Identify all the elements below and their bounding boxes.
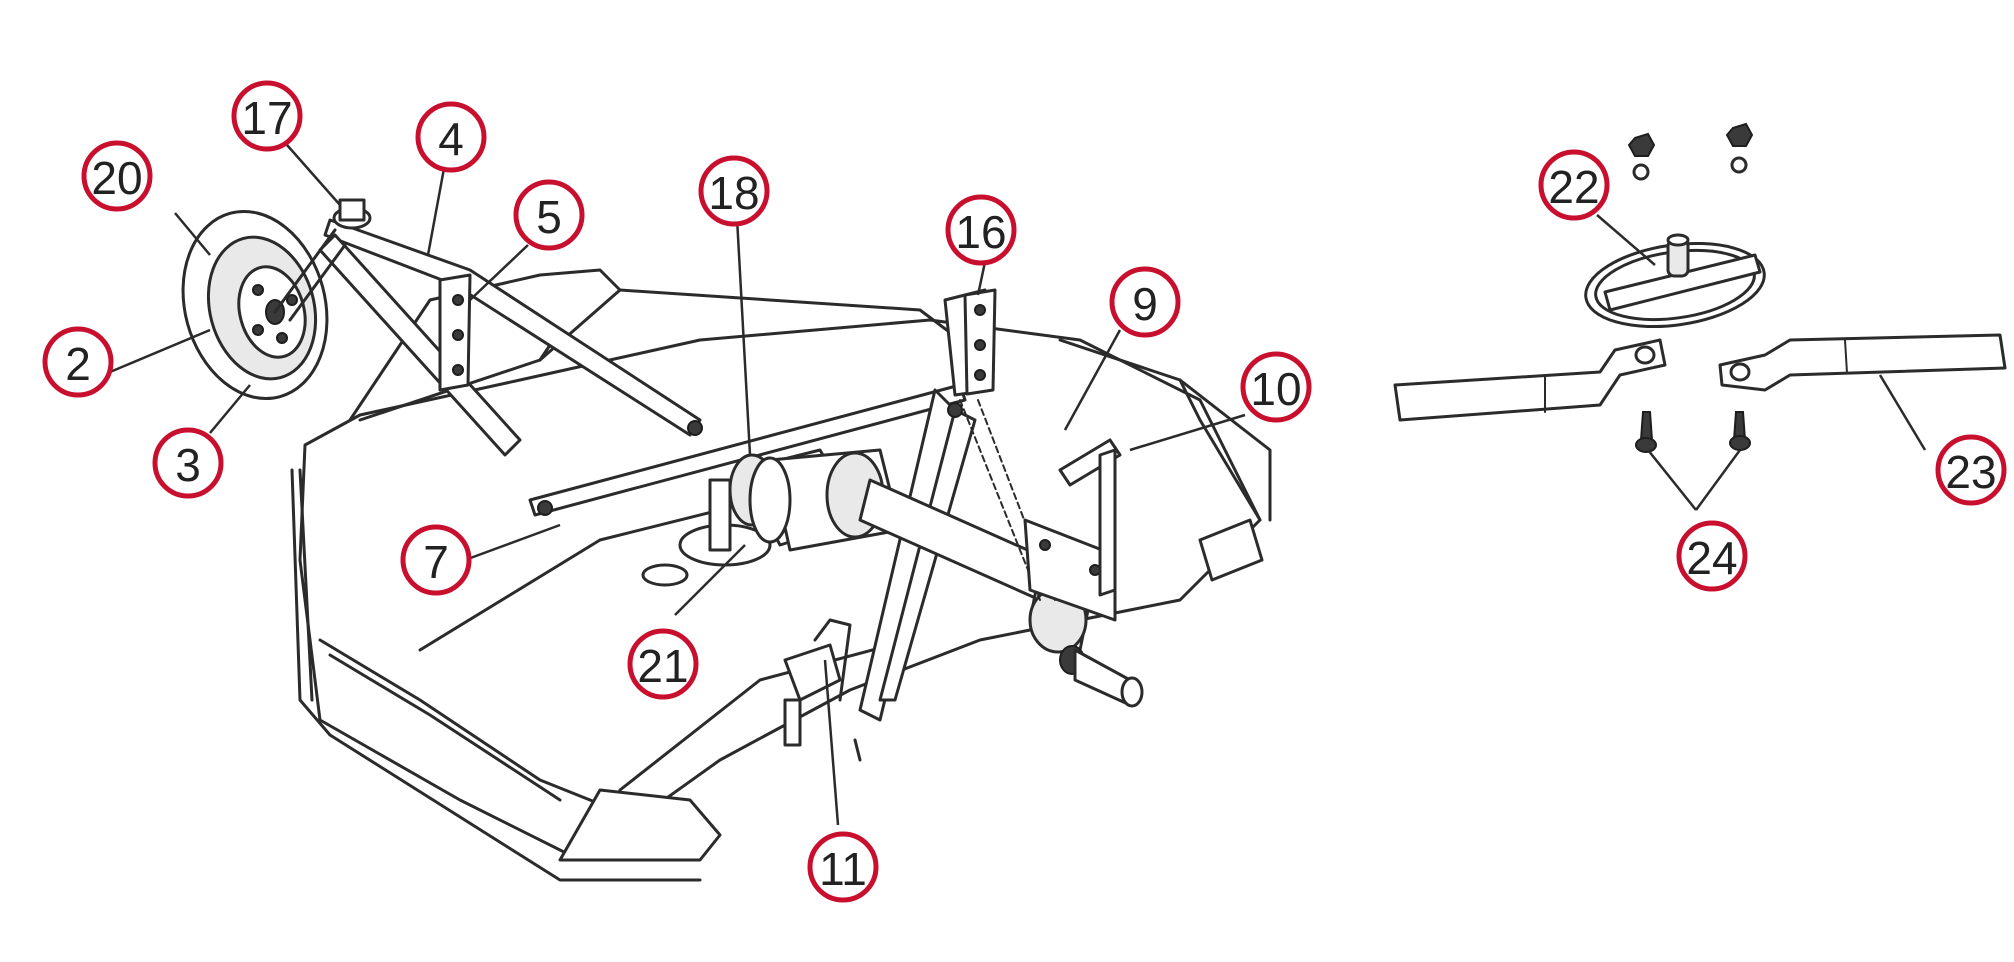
- tail-wheel-drawing: [181, 209, 347, 401]
- callout-20: 20: [81, 140, 153, 212]
- blade-assembly-drawing: [1393, 122, 2007, 453]
- callout-21: 21: [627, 628, 699, 700]
- callout-17: 17: [231, 80, 303, 152]
- svg-text:20: 20: [91, 152, 142, 204]
- callout-5: 5: [513, 179, 585, 251]
- svg-text:22: 22: [1548, 161, 1599, 213]
- callouts: 20 17 4 5 18 16 9 10: [42, 80, 2007, 903]
- callout-16: 16: [945, 194, 1017, 266]
- callout-18: 18: [698, 155, 770, 227]
- svg-text:10: 10: [1250, 363, 1301, 415]
- svg-text:21: 21: [637, 640, 688, 692]
- callout-3: 3: [152, 427, 224, 499]
- callout-22: 22: [1538, 149, 1610, 221]
- callout-4: 4: [415, 101, 487, 173]
- svg-text:7: 7: [423, 536, 449, 588]
- svg-text:24: 24: [1686, 532, 1737, 584]
- callout-10: 10: [1240, 351, 1312, 423]
- callout-7: 7: [400, 524, 472, 596]
- svg-text:3: 3: [175, 439, 201, 491]
- gearbox-driveline-drawing: [708, 399, 1144, 762]
- callout-24: 24: [1676, 520, 1748, 592]
- callout-11: 11: [807, 831, 879, 903]
- a-frame-drawing: [318, 198, 997, 722]
- callout-23: 23: [1935, 434, 2007, 506]
- svg-text:4: 4: [438, 113, 464, 165]
- leader-lines: [109, 144, 1927, 826]
- svg-text:16: 16: [955, 206, 1006, 258]
- svg-text:18: 18: [708, 167, 759, 219]
- svg-text:5: 5: [536, 191, 562, 243]
- svg-text:2: 2: [65, 338, 91, 390]
- svg-text:11: 11: [819, 843, 867, 895]
- svg-text:23: 23: [1945, 446, 1996, 498]
- svg-text:17: 17: [241, 92, 292, 144]
- callout-2: 2: [42, 326, 114, 398]
- callout-9: 9: [1109, 266, 1181, 338]
- mower-deck-drawing: [290, 268, 1272, 882]
- svg-text:9: 9: [1132, 278, 1158, 330]
